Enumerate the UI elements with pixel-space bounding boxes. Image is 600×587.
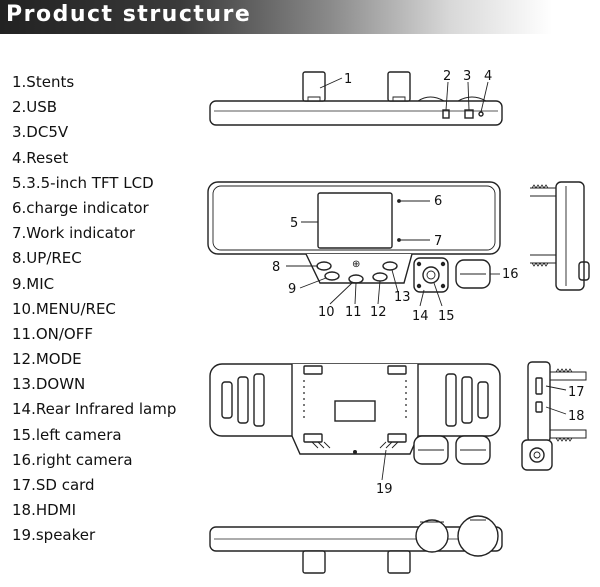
- callout-10: 10: [318, 305, 335, 320]
- callout-15: 15: [438, 309, 455, 324]
- charge-indicator-led: [397, 199, 401, 203]
- hdmi-port: [535, 401, 543, 413]
- front-view: ⊕: [207, 181, 501, 307]
- legend-item-work-indicator: 7.Work indicator: [12, 224, 136, 243]
- legend-item-speaker: 19.speaker: [12, 526, 96, 545]
- legend-item-mic: 9.MIC: [12, 274, 55, 293]
- lcd-screen: [317, 192, 393, 249]
- callout-2: 2: [443, 69, 451, 84]
- microphone-glyph: ⊕: [352, 259, 360, 270]
- side-view-lower: [521, 361, 587, 471]
- title-bar: Product structure: [0, 0, 600, 34]
- mic-hole: [324, 271, 340, 281]
- legend-item-right-camera: 16.right camera: [12, 450, 133, 469]
- top-view: [209, 71, 503, 126]
- callout-8: 8: [272, 260, 280, 275]
- parts-legend: 1.Stents 2.USB 3.DC5V 4.Reset 5.3.5-inch…: [12, 70, 176, 549]
- callout-4: 4: [484, 69, 492, 84]
- left-camera: [413, 257, 449, 293]
- legend-item-lcd: 5.3.5-inch TFT LCD: [12, 173, 154, 192]
- back-view: [209, 363, 501, 481]
- legend-item-up-rec: 8.UP/REC: [12, 249, 82, 268]
- legend-item-on-off: 11.ON/OFF: [12, 324, 93, 343]
- mount-plate: [291, 364, 419, 455]
- side-view-body: [555, 181, 585, 291]
- side-camera: [521, 439, 553, 471]
- center-panel: [334, 400, 376, 422]
- page-title: Product structure: [6, 2, 252, 27]
- legend-item-hdmi: 18.HDMI: [12, 501, 77, 520]
- legend-item-sd-card: 17.SD card: [12, 476, 95, 494]
- callout-3: 3: [463, 69, 471, 84]
- callout-17: 17: [568, 385, 585, 400]
- legend-item-dc5v: 3.DC5V: [12, 123, 69, 142]
- legend-item-usb: 2.USB: [12, 98, 58, 117]
- legend-item-menu-rec: 10.MENU/REC: [12, 299, 116, 318]
- legend-item-reset: 4.Reset: [12, 148, 69, 167]
- callout-labels: 1 2 3 4 5 6 7 8 9 10 11 12 13 14 15 16 1…: [272, 69, 585, 497]
- bottom-camera-right: [457, 515, 499, 557]
- callout-5: 5: [290, 216, 298, 231]
- stent-right: [387, 71, 411, 102]
- side-view-upper: [530, 181, 590, 291]
- callout-13: 13: [394, 290, 411, 305]
- bottom-view: [209, 515, 503, 574]
- legend-item-left-camera: 15.left camera: [12, 425, 122, 444]
- button-panel: [305, 253, 413, 284]
- speaker-grille-left: [311, 441, 331, 449]
- bottom-camera-left: [415, 519, 449, 553]
- callout-9: 9: [288, 282, 296, 297]
- callout-14: 14: [412, 309, 429, 324]
- callout-7: 7: [434, 234, 442, 249]
- top-view-body: [209, 100, 503, 126]
- legend-item-charge-indicator: 6.charge indicator: [12, 198, 149, 217]
- callout-6: 6: [434, 194, 442, 209]
- down-button: [382, 261, 398, 271]
- legend-item-mode: 12.MODE: [12, 350, 82, 369]
- bottom-stent-right: [387, 550, 411, 574]
- sd-card-slot: [535, 377, 543, 395]
- callout-19: 19: [376, 482, 393, 497]
- legend-item-rear-infrared-lamp: 14.Rear Infrared lamp: [12, 400, 177, 419]
- speaker-grille-right: [379, 441, 399, 449]
- callout-12: 12: [370, 305, 387, 320]
- legend-item-down: 13.DOWN: [12, 375, 86, 394]
- reset-hole: [478, 111, 484, 117]
- callout-11: 11: [345, 305, 362, 320]
- bottom-stent-left: [302, 550, 326, 574]
- work-indicator-led: [397, 238, 401, 242]
- left-camera-lens: [422, 266, 440, 284]
- legend-item-stents: 1.Stents: [12, 73, 75, 91]
- infrared-lamp: [416, 261, 422, 267]
- callout-16: 16: [502, 267, 519, 282]
- bottom-view-body: [209, 526, 503, 552]
- callout-18: 18: [568, 409, 585, 424]
- callout-1: 1: [344, 72, 352, 87]
- stent-left: [302, 71, 326, 102]
